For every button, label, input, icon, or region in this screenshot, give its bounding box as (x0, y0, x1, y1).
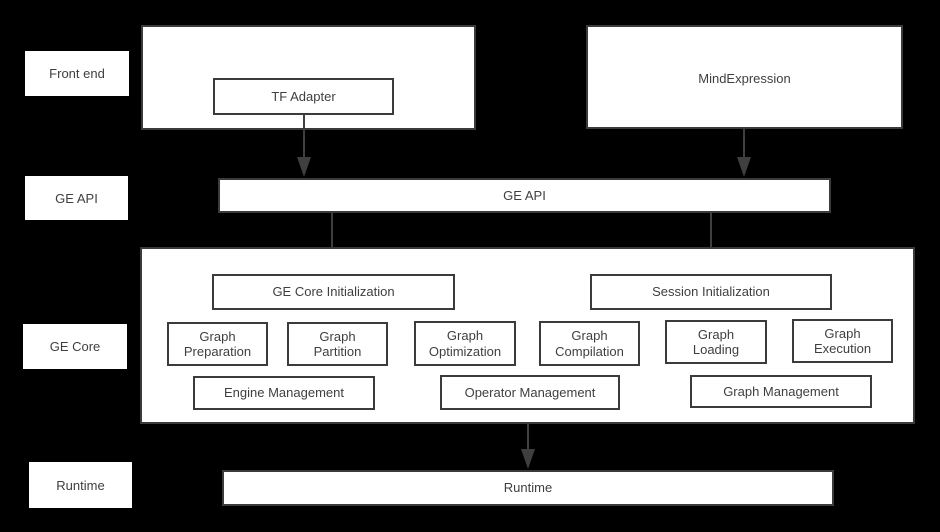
graph-preparation-box[interactable]: Graph Preparation (167, 322, 268, 366)
stage-label-runtime: Runtime (29, 462, 132, 508)
ge-core-initialization-box[interactable]: GE Core Initialization (212, 274, 455, 310)
graph-management-box[interactable]: Graph Management (690, 375, 872, 408)
mindexpression-title: MindExpression (698, 71, 791, 86)
graph-partition-box[interactable]: Graph Partition (287, 322, 388, 366)
graph-loading-box[interactable]: Graph Loading (665, 320, 767, 364)
stage-label-ge-api: GE API (25, 176, 128, 220)
graph-optimization-box[interactable]: Graph Optimization (414, 321, 516, 366)
stage-label-ge-core: GE Core (23, 324, 127, 369)
tf-adapter-box[interactable]: TF Adapter (213, 78, 394, 115)
runtime-bar[interactable]: Runtime (222, 470, 834, 506)
engine-management-box[interactable]: Engine Management (193, 376, 375, 410)
operator-management-box[interactable]: Operator Management (440, 375, 620, 410)
graph-compilation-box[interactable]: Graph Compilation (539, 321, 640, 366)
stage-label-front-end: Front end (25, 51, 129, 96)
ge-api-bar[interactable]: GE API (218, 178, 831, 213)
session-initialization-box[interactable]: Session Initialization (590, 274, 832, 310)
mindexpression-container[interactable]: MindExpression (586, 25, 903, 129)
graph-execution-box[interactable]: Graph Execution (792, 319, 893, 363)
